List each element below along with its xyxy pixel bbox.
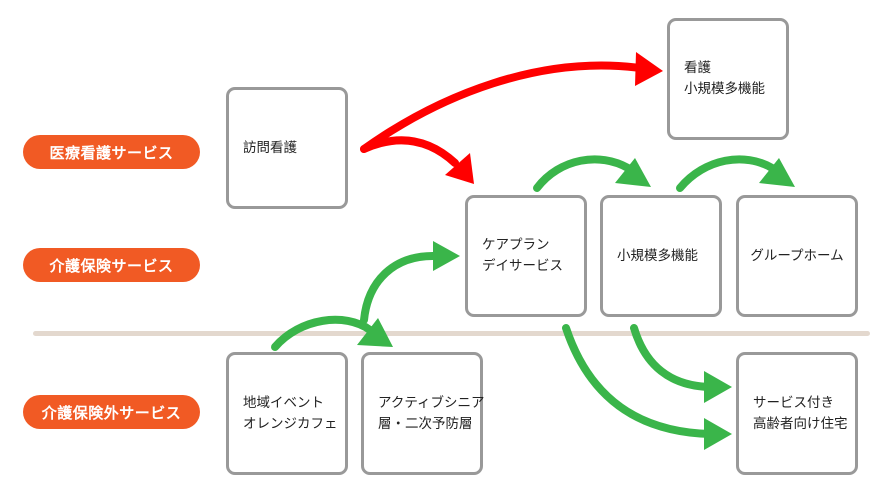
arrow-home-nursing-to-nursing-multifunction bbox=[360, 61, 644, 153]
box-label: 層・二次予防層 bbox=[378, 415, 473, 432]
arrow-small-multifunction-to-group-home bbox=[676, 155, 776, 192]
box-senior-housing: サービス付き 高齢者向け住宅 bbox=[736, 352, 858, 475]
box-group-home: グループホーム bbox=[736, 195, 858, 317]
box-active-senior: アクティブシニア 層・二次予防層 bbox=[361, 352, 485, 475]
box-label: グループホーム bbox=[750, 247, 844, 264]
box-nursing-multifunction: 看護 小規模多機能 bbox=[667, 18, 789, 140]
arrowhead bbox=[759, 158, 795, 187]
arrow-care-plan-to-senior-housing bbox=[562, 324, 714, 438]
box-home-nursing: 訪問看護 bbox=[226, 87, 348, 209]
box-label: 訪問看護 bbox=[243, 139, 297, 156]
arrow-community-to-active-senior bbox=[271, 315, 374, 351]
arrowhead bbox=[357, 318, 393, 347]
arrowhead bbox=[615, 158, 651, 187]
category-non-insurance: 介護保険外サービス bbox=[23, 395, 200, 429]
box-label: デイサービス bbox=[482, 258, 563, 274]
box-label: ケアプラン bbox=[482, 237, 550, 253]
box-care-plan-day-service: ケアプラン デイサービス bbox=[465, 195, 587, 317]
arrowhead bbox=[704, 371, 732, 403]
box-community-event: 地域イベント オレンジカフェ bbox=[226, 352, 348, 475]
box-label: サービス付き bbox=[753, 394, 834, 411]
box-label: 小規模多機能 bbox=[684, 81, 765, 97]
arrowhead bbox=[704, 418, 732, 450]
arrow-active-senior-to-care-plan bbox=[360, 251, 439, 324]
arrowhead bbox=[635, 52, 663, 86]
box-label: 看護 bbox=[684, 60, 711, 76]
section-divider bbox=[33, 331, 870, 336]
arrow-care-plan-to-small-multifunction bbox=[533, 155, 632, 192]
box-label: 地域イベント bbox=[243, 394, 324, 411]
box-label: オレンジカフェ bbox=[243, 415, 338, 432]
box-label: 高齢者向け住宅 bbox=[753, 415, 848, 432]
category-care-insurance: 介護保険サービス bbox=[23, 248, 200, 282]
arrow-home-nursing-to-care-plan bbox=[360, 136, 459, 167]
category-medical-nursing: 医療看護サービス bbox=[23, 135, 200, 169]
box-label: アクティブシニア bbox=[378, 394, 485, 411]
box-label: 小規模多機能 bbox=[617, 247, 698, 264]
arrowhead bbox=[433, 241, 460, 271]
arrowhead bbox=[445, 153, 474, 184]
box-small-multifunction: 小規模多機能 bbox=[600, 195, 722, 317]
arrow-small-multifunction-to-senior-housing bbox=[630, 324, 714, 391]
